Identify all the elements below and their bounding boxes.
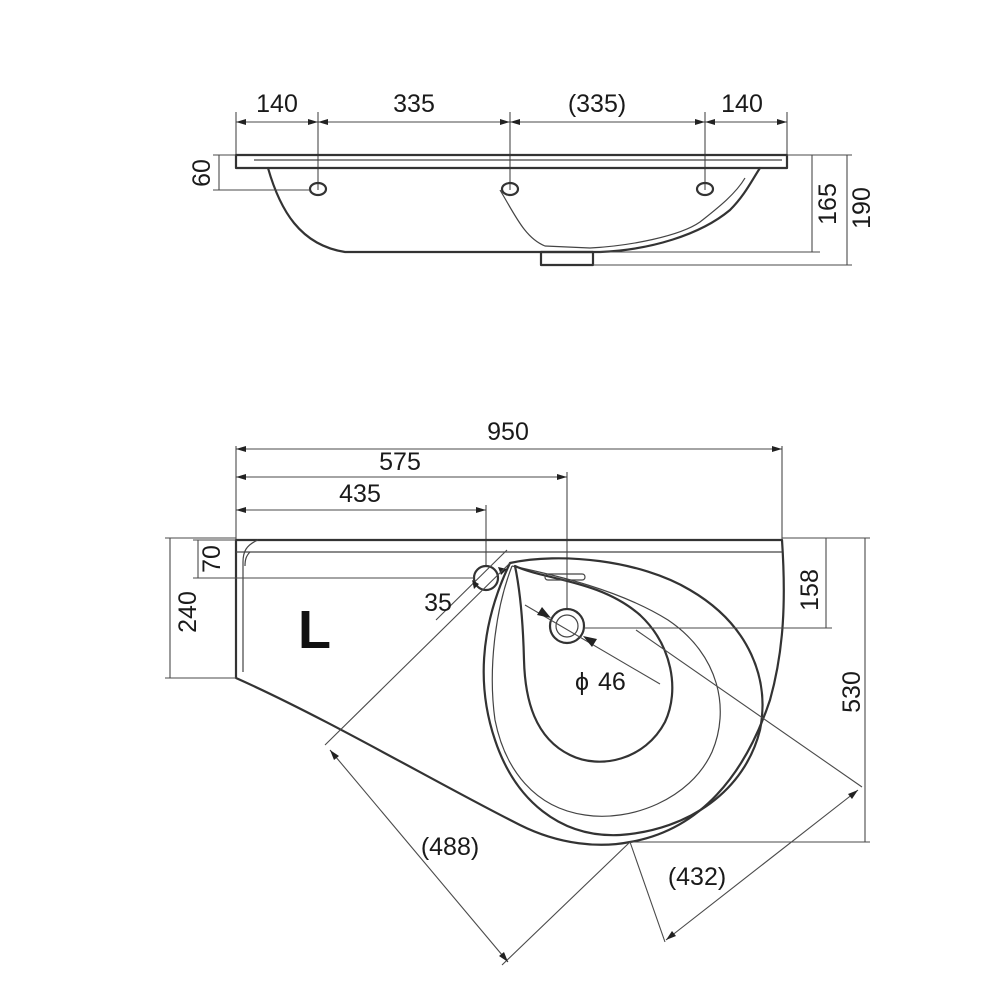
sink-outline [234,538,785,846]
dim-335-ref: (335) [568,90,626,118]
corner-detail [244,551,251,567]
ext-line [324,562,511,746]
basin-inner [491,565,721,817]
dim-335: 335 [393,90,435,118]
bowl-outline [513,564,674,763]
ext-line [629,841,666,943]
arrow [330,750,339,760]
dim-950: 950 [487,418,529,446]
tap-hole [308,181,328,197]
dim-70: 70 [198,545,226,573]
arrow [537,607,551,618]
plan-view: 950 575 435 L 70 240 [165,418,870,966]
arrow [666,931,676,940]
hand-label: L [298,600,331,660]
basin-outer [482,557,764,837]
dim-190: 190 [848,187,876,229]
dim-575: 575 [379,448,421,476]
dim-165: 165 [814,183,842,225]
arrow [499,952,508,962]
drain-outer [548,607,586,645]
dim-line-35 [435,549,508,621]
dim-140-right: 140 [721,90,763,118]
dim-60: 60 [188,159,216,187]
dim-line-488 [329,749,509,963]
diameter-symbol: ϕ [575,668,589,696]
arrow [472,580,479,589]
tap-hole [500,181,520,197]
dimension-arrows [236,119,787,125]
dimension-arrows [236,446,782,513]
arrow [848,790,858,799]
dim-240: 240 [174,591,202,633]
dim-530: 530 [838,671,866,713]
overflow-slot [544,573,586,581]
basin-profile [266,166,762,254]
dim-35: 35 [424,589,452,617]
countertop-profile [234,153,789,170]
dim-140-left: 140 [256,90,298,118]
drain-stub [539,250,595,267]
basin-inner-line [499,177,746,249]
tap-hole [695,181,715,197]
dim-432: (432) [668,863,726,891]
dim-46: 46 [598,668,626,696]
ext-line [501,841,631,966]
side-view: 140 335 (335) 140 60 165 190 [188,90,876,267]
left-edge [242,539,259,672]
arrow [583,636,597,647]
dim-158: 158 [796,569,824,611]
dim-488: (488) [421,833,479,861]
drain-inner [555,614,579,638]
ext-line [635,629,863,788]
dim-line-432 [665,789,859,941]
dim-435: 435 [339,480,381,508]
